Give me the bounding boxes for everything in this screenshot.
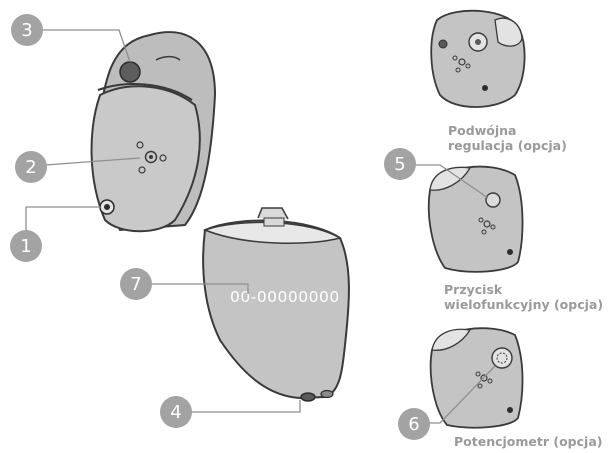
callout-badge-4: 4	[160, 396, 192, 428]
callout-badge-1: 1	[10, 230, 42, 262]
callout-number: 2	[25, 157, 36, 178]
callout-number: 7	[130, 274, 141, 295]
variant-push-button-device	[429, 167, 523, 272]
callout-badge-3: 3	[11, 14, 43, 46]
variant-potentiometer-device	[431, 328, 523, 427]
variant-caption-push-button: Przycisk wielofunkcyjny (opcja)	[444, 282, 603, 312]
caption-line: wielofunkcyjny (opcja)	[444, 297, 603, 312]
callout-number: 5	[394, 154, 405, 175]
callout-badge-6: 6	[398, 408, 430, 440]
variant-dual-control-device	[431, 11, 524, 107]
callout-badge-7: 7	[120, 268, 152, 300]
main-hearing-aid-faceplate	[92, 32, 215, 231]
serial-number: 00-00000000	[230, 288, 340, 306]
caption-line: regulacja (opcja)	[448, 138, 567, 153]
removal-handle[interactable]	[120, 62, 140, 82]
side-hearing-aid: 00-00000000	[203, 208, 349, 401]
callout-number: 6	[408, 414, 419, 435]
volume-wheel[interactable]	[492, 348, 512, 368]
leader-4	[190, 400, 300, 412]
caption-line: Podwójna	[448, 123, 567, 138]
callout-badge-5: 5	[384, 148, 416, 180]
caption-line: Przycisk	[444, 282, 603, 297]
push-button[interactable]	[486, 193, 500, 207]
program-button[interactable]	[100, 200, 114, 214]
callout-number: 1	[20, 236, 31, 257]
leader-3	[28, 30, 130, 62]
variant-caption-potentiometer: Potencjometr (opcja)	[454, 434, 602, 449]
callout-badge-2: 2	[15, 151, 47, 183]
callout-number: 3	[21, 20, 32, 41]
callout-number: 4	[170, 402, 181, 423]
variant-caption-dual-control: Podwójna regulacja (opcja)	[448, 123, 567, 153]
caption-line: Potencjometr (opcja)	[454, 434, 602, 449]
